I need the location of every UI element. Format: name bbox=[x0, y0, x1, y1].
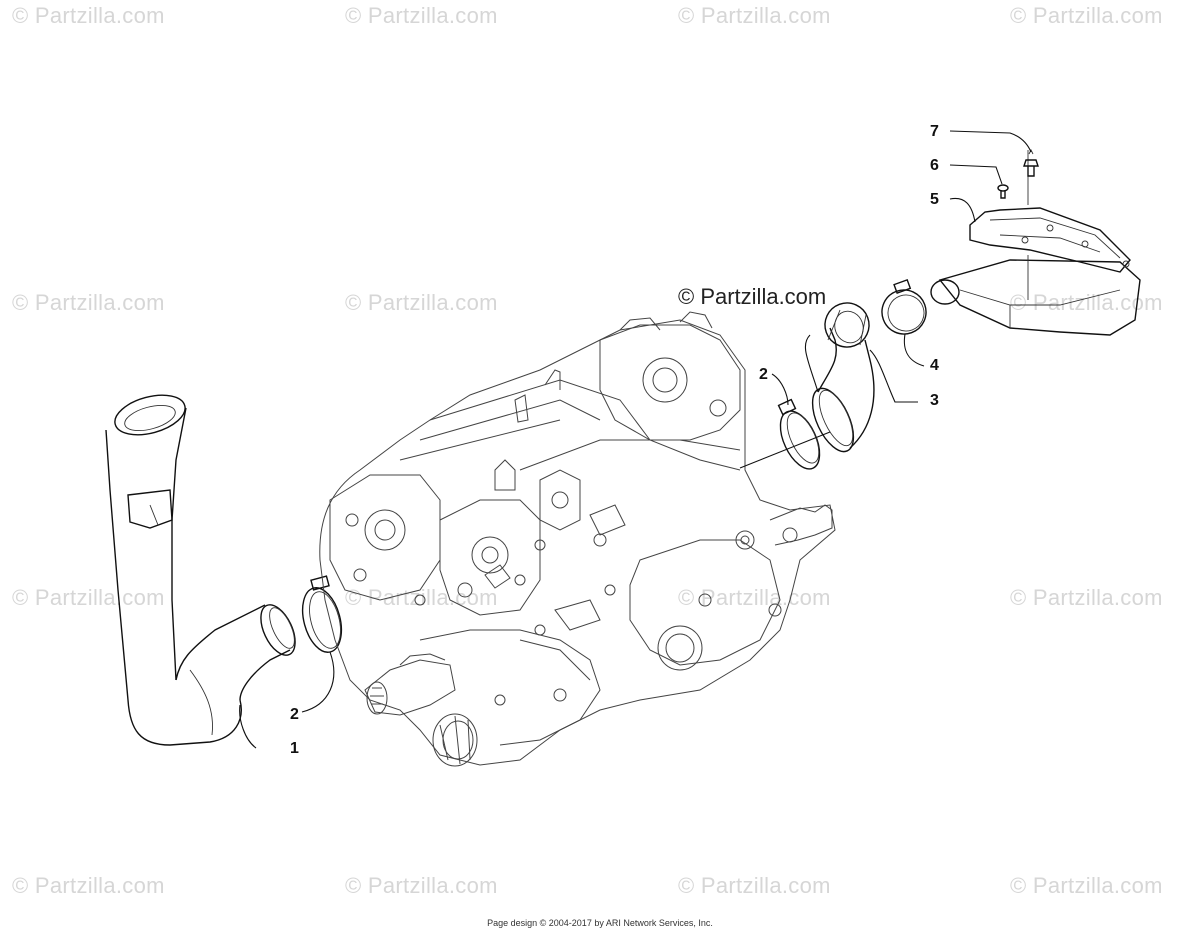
watermark: © Partzilla.com bbox=[1010, 585, 1163, 610]
callout-5: 5 bbox=[930, 191, 939, 208]
part-5-housing bbox=[930, 150, 1141, 336]
engine-assembly bbox=[319, 311, 836, 767]
footer-credit: Page design © 2004-2017 by ARI Network S… bbox=[487, 918, 713, 928]
watermark: © Partzilla.com bbox=[345, 873, 498, 898]
callout-2-lower: 2 bbox=[290, 706, 299, 723]
part-2-clamp-lower bbox=[301, 575, 343, 653]
watermark: © Partzilla.com bbox=[678, 3, 831, 28]
part-2-clamp-upper bbox=[777, 398, 821, 470]
watermark: © Partzilla.com bbox=[12, 873, 165, 898]
watermark: © Partzilla.com bbox=[1010, 873, 1163, 898]
watermark: © Partzilla.com bbox=[345, 3, 498, 28]
center-watermark: © Partzilla.com bbox=[678, 284, 827, 309]
callout-7: 7 bbox=[930, 123, 939, 140]
watermark: © Partzilla.com bbox=[1010, 3, 1163, 28]
part-6-screw bbox=[997, 184, 1009, 199]
part-7-push-rivet bbox=[1023, 148, 1039, 177]
part-4-clamp bbox=[881, 278, 927, 335]
callout-2-upper: 2 bbox=[759, 366, 768, 383]
watermark: © Partzilla.com bbox=[678, 873, 831, 898]
watermark: © Partzilla.com bbox=[12, 290, 165, 315]
callout-3: 3 bbox=[930, 392, 939, 409]
callout-4: 4 bbox=[930, 357, 939, 374]
leader-lines bbox=[239, 130, 1032, 749]
part-1-intake-duct bbox=[105, 394, 296, 746]
part-3-boot bbox=[811, 302, 875, 453]
callout-1: 1 bbox=[290, 740, 299, 757]
watermark: © Partzilla.com bbox=[12, 585, 165, 610]
callout-6: 6 bbox=[930, 157, 939, 174]
watermark: © Partzilla.com bbox=[12, 3, 165, 28]
watermark: © Partzilla.com bbox=[345, 290, 498, 315]
